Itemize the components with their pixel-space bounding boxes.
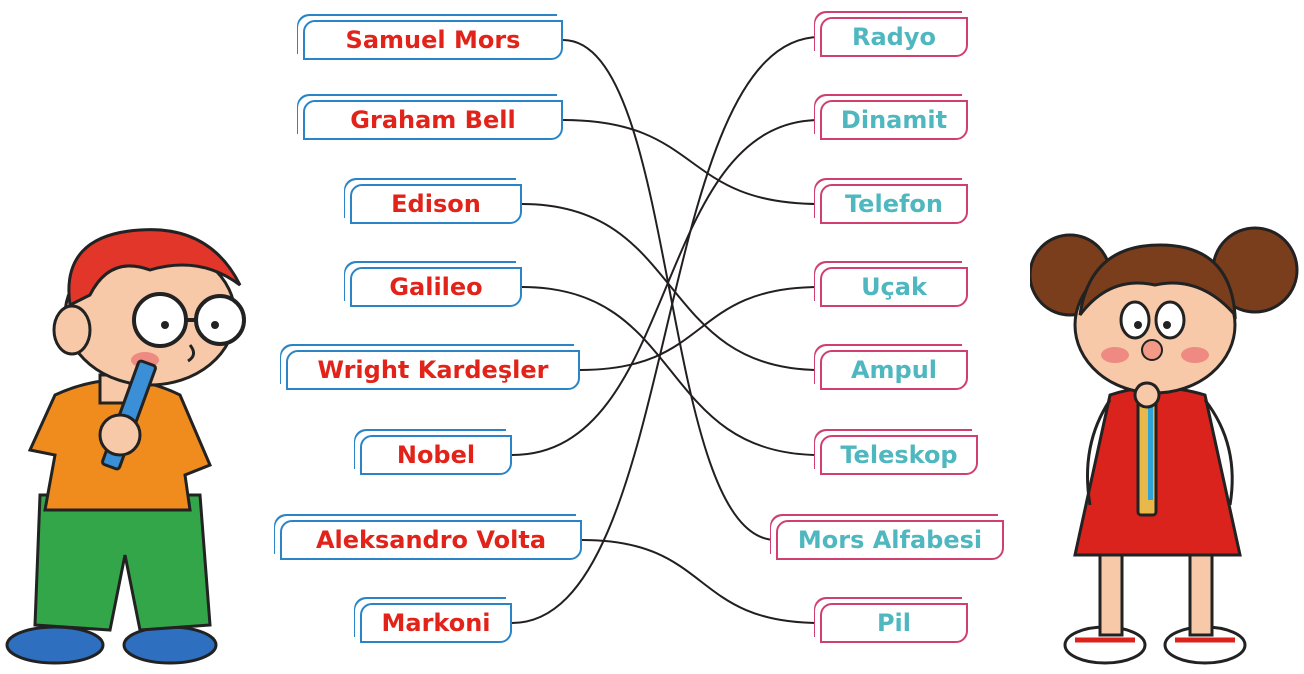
left-card-wright-kardesler[interactable]: Wright Kardeşler [286,350,580,390]
connector-line [511,119,821,456]
right-card-label: Telefon [845,190,943,218]
connector-line [521,203,821,371]
right-card-radyo[interactable]: Radyo [820,17,968,57]
left-card-nobel[interactable]: Nobel [360,435,512,475]
left-card-label: Aleksandro Volta [315,526,547,554]
right-card-mors-alfabesi[interactable]: Mors Alfabesi [776,520,1004,560]
left-card-label: Graham Bell [350,106,516,134]
left-card-markoni[interactable]: Markoni [360,603,512,643]
right-card-teleskop[interactable]: Teleskop [820,435,978,475]
left-card-galileo[interactable]: Galileo [350,267,522,307]
left-card-samuel-mors[interactable]: Samuel Mors [303,20,563,60]
right-card-label: Pil [876,609,912,637]
right-card-label: Dinamit [840,106,948,134]
left-card-label: Nobel [396,441,476,469]
connector-line [511,36,821,624]
left-card-label: Edison [391,190,481,218]
left-card-edison[interactable]: Edison [350,184,522,224]
left-card-aleksandro-volta[interactable]: Aleksandro Volta [280,520,582,560]
connector-line [562,39,777,541]
left-card-label: Samuel Mors [345,26,521,54]
connector-line [581,539,821,624]
right-card-label: Mors Alfabesi [797,526,983,554]
right-card-label: Ampul [850,356,938,384]
boy-illustration [5,228,246,665]
right-card-telefon[interactable]: Telefon [820,184,968,224]
right-card-ampul[interactable]: Ampul [820,350,968,390]
connector-line [579,286,821,371]
right-card-label: Uçak [861,273,927,301]
girl-illustration [1030,226,1299,665]
left-card-label: Wright Kardeşler [317,356,549,384]
right-card-pil[interactable]: Pil [820,603,968,643]
left-card-label: Markoni [381,609,491,637]
connector-line [521,286,821,456]
right-card-label: Teleskop [840,441,958,469]
connector-line [562,119,821,205]
right-card-label: Radyo [852,23,936,51]
left-card-graham-bell[interactable]: Graham Bell [303,100,563,140]
right-card-ucak[interactable]: Uçak [820,267,968,307]
right-card-dinamit[interactable]: Dinamit [820,100,968,140]
left-card-label: Galileo [389,273,483,301]
